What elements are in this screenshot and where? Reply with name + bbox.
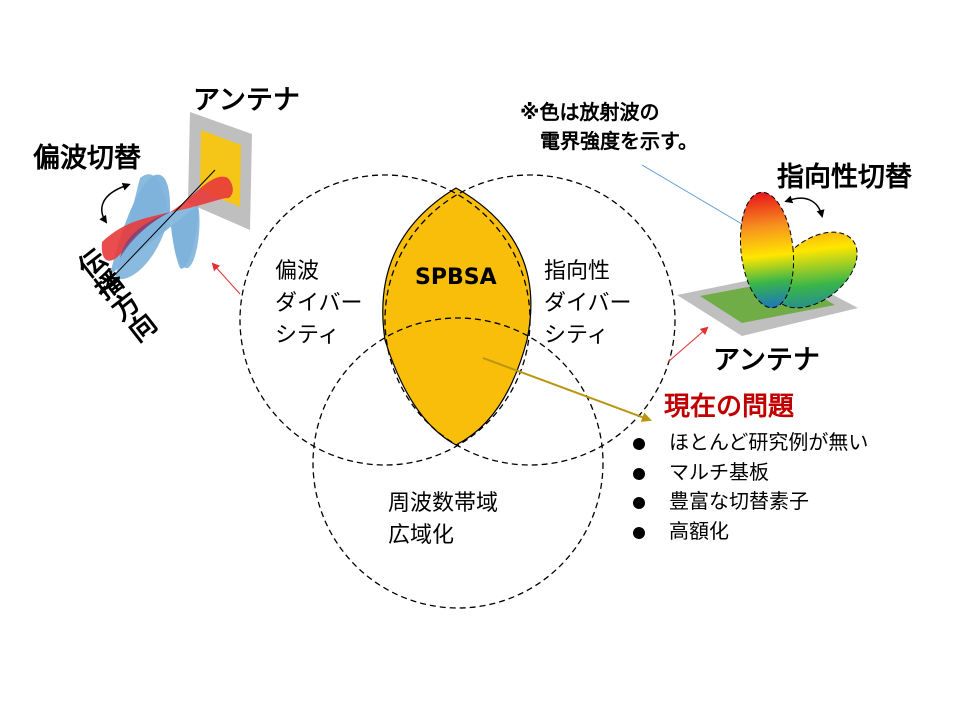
problem-arrow	[482, 357, 652, 422]
spbsa-label: SPBSA	[415, 265, 497, 290]
propagation-arrow	[98, 276, 119, 295]
right-red-arrow	[667, 326, 709, 363]
left-antenna-title: アンテナ	[193, 85, 300, 116]
directivity-diversity-label: 指向性 ダイバー シティ	[544, 256, 632, 352]
directivity-diversity-line3: シティ	[544, 323, 609, 348]
polarization-diversity-line1: 偏波	[275, 259, 320, 284]
polarization-switch-arrow	[99, 182, 131, 224]
frequency-band-label: 周波数帯域 広域化	[388, 488, 498, 552]
right-antenna-illustration	[677, 191, 858, 336]
polarization-switch-label: 偏波切替	[33, 143, 141, 174]
problem-item-text: 高額化	[669, 518, 729, 543]
problem-item: 高額化	[633, 517, 868, 547]
radiation-lobe-a	[739, 191, 795, 309]
directivity-switch-label: 指向性切替	[777, 162, 912, 193]
left-antenna-illustration	[98, 112, 252, 295]
spbsa-lens	[382, 187, 532, 446]
problem-item-text: 豊富な切替素子	[669, 489, 809, 513]
polarization-diversity-line2: ダイバー	[275, 291, 363, 316]
left-red-arrow	[211, 262, 241, 295]
directivity-diversity-line2: ダイバー	[544, 291, 632, 316]
bullet-icon	[633, 467, 645, 480]
bullet-icon	[633, 438, 645, 450]
directivity-diversity-circle	[384, 174, 676, 466]
problems-list: ほとんど研究例が無い マルチ基板 豊富な切替素子 高額化	[633, 428, 868, 546]
polarization-diversity-label: 偏波 ダイバー シティ	[275, 256, 363, 352]
frequency-band-circle	[312, 317, 604, 609]
problem-item-text: ほとんど研究例が無い	[669, 430, 869, 454]
problem-item: ほとんど研究例が無い	[633, 428, 868, 458]
frequency-band-line2: 広域化	[388, 523, 455, 548]
bullet-icon	[633, 497, 645, 509]
right-antenna-title: アンテナ	[713, 345, 820, 376]
polarization-diversity-circle	[239, 174, 531, 466]
directivity-diversity-line1: 指向性	[544, 259, 611, 284]
polarization-diversity-line3: シティ	[275, 323, 340, 348]
problem-item: 豊富な切替素子	[633, 487, 868, 517]
note-leader-line	[641, 164, 753, 231]
color-note-line1: ※色は放射波の	[520, 100, 660, 124]
problem-item: マルチ基板	[633, 458, 868, 488]
bullet-icon	[633, 526, 645, 539]
problem-item-text: マルチ基板	[669, 459, 769, 484]
frequency-band-line1: 周波数帯域	[388, 491, 499, 516]
horizontal-wave	[101, 176, 233, 261]
problems-title: 現在の問題	[664, 392, 795, 422]
directivity-switch-arrow	[784, 195, 825, 218]
color-note-line2: 電界強度を示す。	[540, 129, 698, 153]
